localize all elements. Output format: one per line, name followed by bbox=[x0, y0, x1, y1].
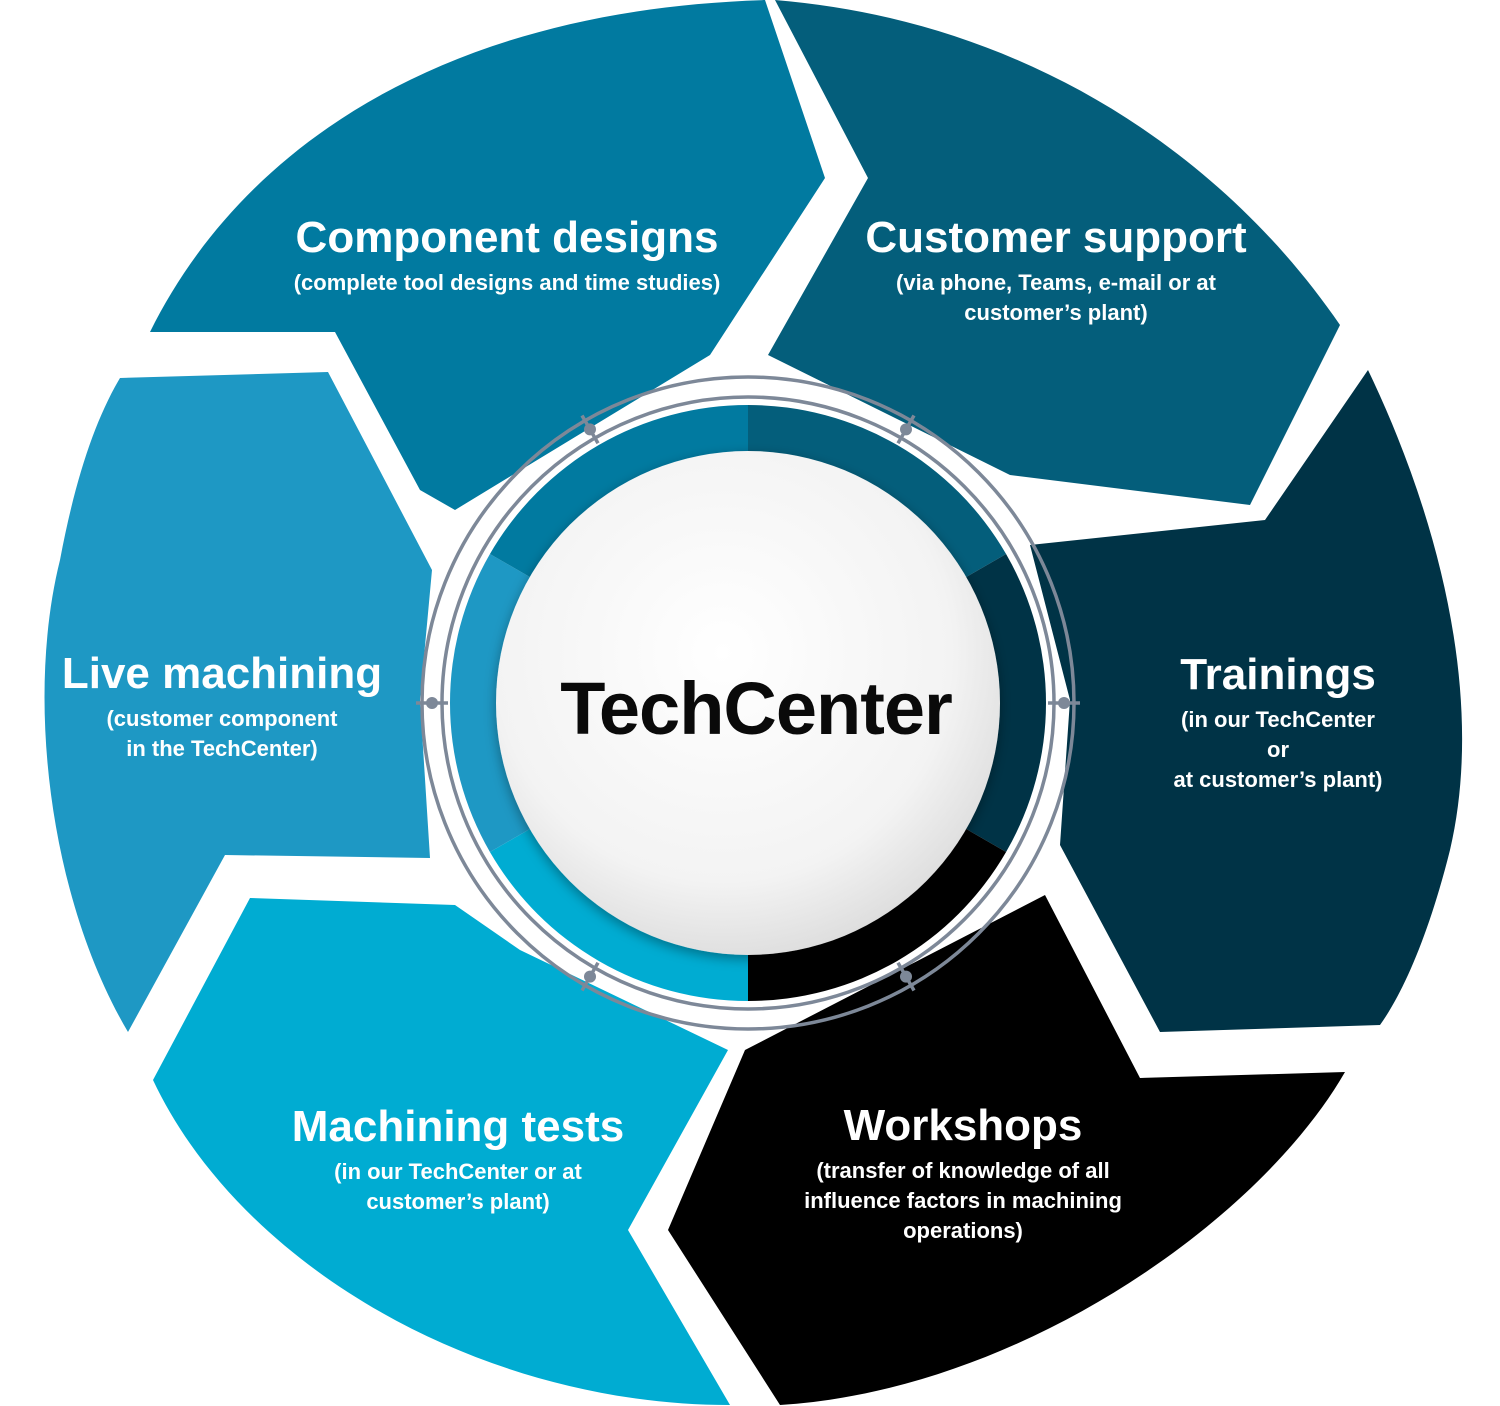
segment-trainings bbox=[1030, 370, 1463, 1032]
subtitle-line: (customer component bbox=[106, 706, 338, 731]
segment-component-designs bbox=[150, 0, 825, 510]
subtitle-line: (in our TechCenter or bbox=[1181, 707, 1375, 762]
label-trainings: Trainings (in our TechCenter or at custo… bbox=[1167, 649, 1389, 795]
subtitle-line: influence factors in machining bbox=[804, 1188, 1122, 1213]
subtitle-line: in the TechCenter) bbox=[126, 736, 318, 761]
subtitle-line: (complete tool designs and time studies) bbox=[293, 270, 721, 295]
label-subtitle: (transfer of knowledge of all influence … bbox=[804, 1156, 1122, 1246]
center-title: TechCenter bbox=[560, 667, 953, 750]
subtitle-line: customer’s plant) bbox=[366, 1189, 550, 1214]
subtitle-line: operations) bbox=[903, 1218, 1023, 1243]
ring-dot bbox=[426, 697, 438, 709]
segment-workshops bbox=[668, 895, 1345, 1405]
segment-live-machining bbox=[44, 372, 433, 1032]
ring-ticks bbox=[416, 414, 1080, 992]
subtitle-line: (via phone, Teams, e-mail or at bbox=[896, 270, 1216, 295]
ring-dot bbox=[1058, 697, 1070, 709]
ring-dot bbox=[900, 970, 912, 983]
label-subtitle: (complete tool designs and time studies) bbox=[294, 268, 721, 298]
segment-machining-tests bbox=[153, 898, 730, 1405]
subtitle-line: customer’s plant) bbox=[964, 300, 1148, 325]
label-customer-support: Customer support (via phone, Teams, e-ma… bbox=[865, 212, 1246, 328]
ring-dot bbox=[584, 423, 596, 436]
label-subtitle: (in our TechCenter or at customer’s plan… bbox=[1167, 705, 1389, 795]
subtitle-line: at customer’s plant) bbox=[1173, 767, 1383, 792]
label-title: Live machining bbox=[61, 649, 383, 698]
label-title: Component designs bbox=[295, 213, 719, 262]
label-title: Customer support bbox=[865, 213, 1247, 262]
label-subtitle: (via phone, Teams, e-mail or at customer… bbox=[865, 268, 1246, 328]
ring-dot bbox=[584, 970, 596, 983]
label-subtitle: (customer component in the TechCenter) bbox=[62, 704, 382, 764]
label-title: Machining tests bbox=[291, 1102, 625, 1151]
subtitle-line: (transfer of knowledge of all bbox=[816, 1158, 1110, 1183]
label-machining-tests: Machining tests (in our TechCenter or at… bbox=[292, 1101, 625, 1217]
label-component-designs: Component designs (complete tool designs… bbox=[294, 212, 721, 298]
label-title: Trainings bbox=[1180, 650, 1376, 699]
hub-circle bbox=[496, 451, 1000, 955]
ring-dot bbox=[900, 423, 912, 436]
label-title: Workshops bbox=[843, 1101, 1083, 1150]
subtitle-line: (in our TechCenter or at bbox=[334, 1159, 582, 1184]
label-workshops: Workshops (transfer of knowledge of all … bbox=[804, 1100, 1122, 1246]
label-live-machining: Live machining (customer component in th… bbox=[62, 648, 382, 764]
segment-customer-support bbox=[768, 0, 1340, 505]
label-subtitle: (in our TechCenter or at customer’s plan… bbox=[292, 1157, 625, 1217]
